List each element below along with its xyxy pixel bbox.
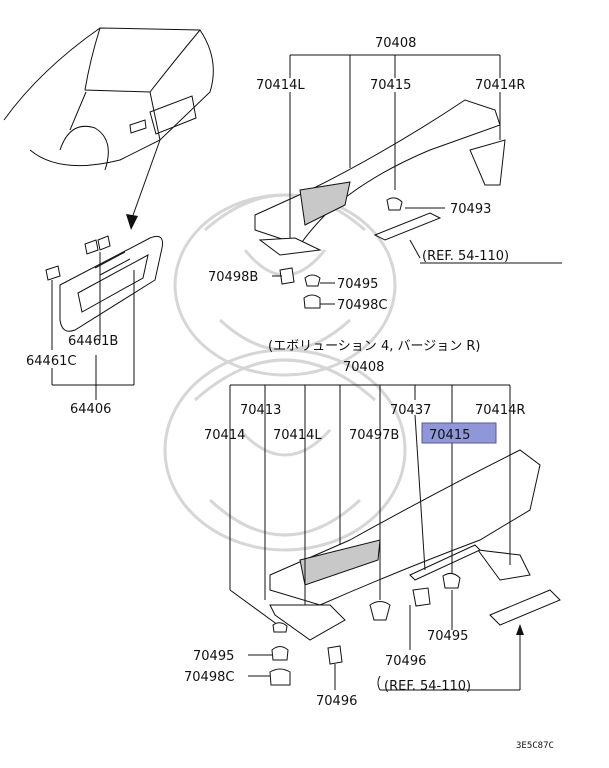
label-bot-96a: 70496 bbox=[385, 654, 426, 669]
label-section-title: (エボリューション 4, バージョン R) bbox=[268, 339, 480, 354]
car-rear-illustration bbox=[3, 27, 214, 230]
label-top-l: 70414L bbox=[256, 78, 305, 93]
label-bot-13: 70413 bbox=[240, 403, 281, 418]
watermark-emblem bbox=[163, 193, 407, 552]
label-bot-assy: 70408 bbox=[343, 360, 384, 375]
label-bot-97b: 70497B bbox=[349, 428, 399, 443]
label-top-assy: 70408 bbox=[375, 36, 416, 51]
label-top-r: 70414R bbox=[475, 78, 525, 93]
diagram-code: 3E5C87C bbox=[516, 741, 554, 751]
label-bot-ref: (REF. 54-110) bbox=[384, 679, 471, 694]
label-car-assy: 64406 bbox=[70, 402, 111, 417]
label-bot-c: 70498C bbox=[184, 670, 234, 685]
label-car-c: 64461C bbox=[26, 354, 76, 369]
label-bot-l: 70414L bbox=[273, 428, 322, 443]
upper-spoiler-part bbox=[254, 54, 562, 309]
label-top-c: 70415 bbox=[370, 78, 411, 93]
label-bot-37: 70437 bbox=[390, 403, 431, 418]
label-bot-15: 70415 bbox=[429, 428, 470, 443]
label-car-b: 64461B bbox=[68, 334, 118, 349]
license-garnish-part bbox=[45, 235, 163, 400]
label-top-ref: (REF. 54-110) bbox=[422, 249, 509, 264]
label-top-95: 70495 bbox=[337, 277, 378, 292]
lower-spoiler-part bbox=[229, 384, 561, 691]
label-top-b: 70498B bbox=[208, 270, 258, 285]
label-bot-14: 70414 bbox=[204, 428, 245, 443]
label-bot-r: 70414R bbox=[475, 403, 525, 418]
label-bot-95a: 70495 bbox=[193, 649, 234, 664]
label-top-clip: 70493 bbox=[450, 202, 491, 217]
label-top-c2: 70498C bbox=[337, 298, 387, 313]
label-bot-95b: 70495 bbox=[427, 629, 468, 644]
label-bot-96b: 70496 bbox=[316, 694, 357, 709]
highlight-box-70415 bbox=[421, 422, 497, 444]
